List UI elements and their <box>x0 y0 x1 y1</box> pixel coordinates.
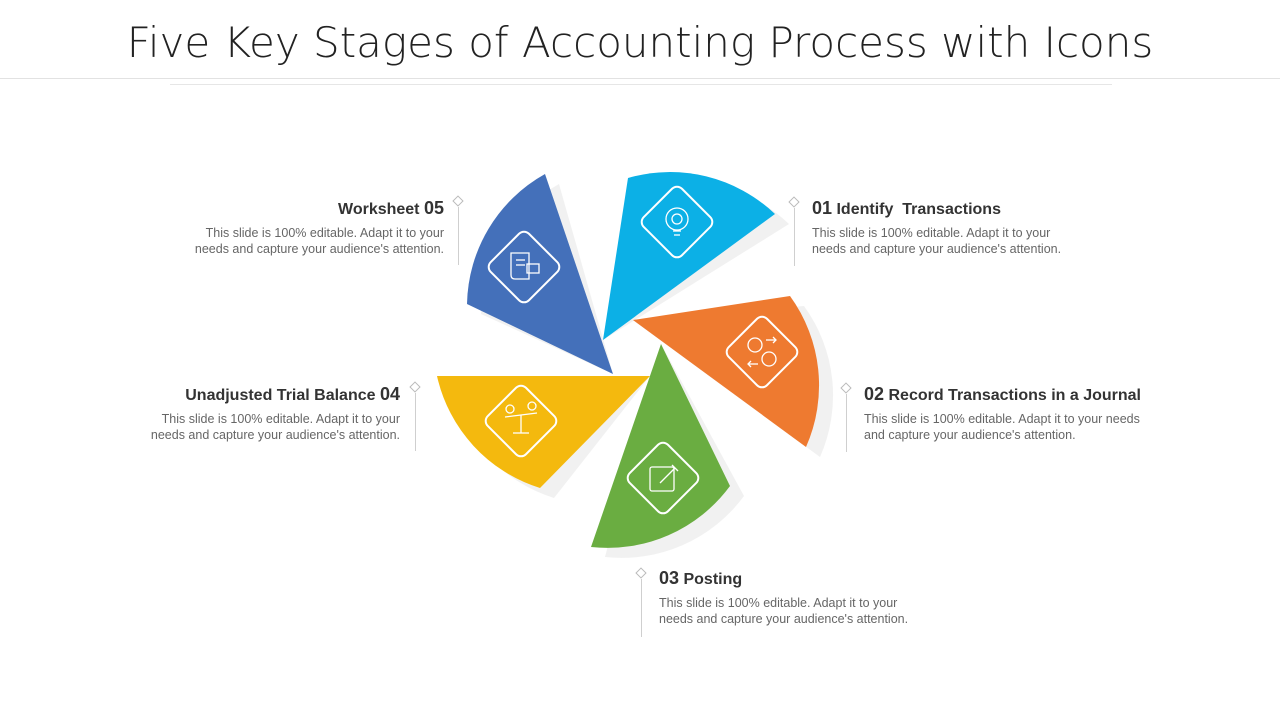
stage-wedge-03 <box>591 344 730 548</box>
stage-label-01: 01 Identify Transactions This slide is 1… <box>812 198 1061 257</box>
stage-number: 02 <box>864 384 885 404</box>
stage-title: Identify Transactions <box>836 201 1001 218</box>
stage-description: needs and capture your audience's attent… <box>194 242 444 256</box>
stage-number: 01 <box>812 198 833 218</box>
stage-description: needs and capture your audience's attent… <box>659 612 909 626</box>
stage-description: This slide is 100% editable. Adapt it to… <box>205 226 444 240</box>
page-title: Five Key Stages of Accounting Process wi… <box>126 18 1154 67</box>
title-underline <box>170 84 1112 85</box>
document-scroll-icon <box>487 230 561 304</box>
currency-exchange-icon <box>725 315 799 389</box>
connector-line-01 <box>794 208 795 266</box>
connector-line-05 <box>458 207 459 265</box>
stage-label-05: Worksheet 05 This slide is 100% editable… <box>195 198 444 257</box>
stage-description: This slide is 100% editable. Adapt it to… <box>812 226 1051 240</box>
connector-line-04 <box>415 393 416 451</box>
stage-title: Posting <box>683 571 743 588</box>
balance-scale-icon <box>484 384 558 458</box>
connector-line-03 <box>641 579 642 637</box>
stage-title: Record Transactions in a Journal <box>888 387 1141 404</box>
connector-line-02 <box>846 394 847 452</box>
stage-description: needs and capture your audience's attent… <box>812 242 1062 256</box>
stage-wedge-02 <box>633 296 820 447</box>
lightbulb-gear-icon <box>640 185 714 259</box>
stage-number: 04 <box>379 384 400 404</box>
edit-pencil-icon <box>626 441 700 515</box>
stage-description: needs and capture your audience's attent… <box>150 428 400 442</box>
stage-label-03: 03 Posting This slide is 100% editable. … <box>659 568 908 627</box>
stage-description: This slide is 100% editable. Adapt it to… <box>659 596 898 610</box>
stage-wedge-04 <box>437 376 650 488</box>
stage-description: This slide is 100% editable. Adapt it to… <box>161 412 400 426</box>
stage-wedge-05 <box>467 174 613 374</box>
stage-description: and capture your audience's attention. <box>864 428 1076 442</box>
stage-number: 03 <box>659 568 680 588</box>
title-divider <box>0 78 1280 79</box>
stage-title: Worksheet <box>338 201 420 218</box>
stage-label-04: Unadjusted Trial Balance 04 This slide i… <box>151 384 400 443</box>
stage-label-02: 02 Record Transactions in a Journal This… <box>864 384 1141 443</box>
stage-description: This slide is 100% editable. Adapt it to… <box>864 412 1140 426</box>
stage-number: 05 <box>423 198 444 218</box>
stage-title: Unadjusted Trial Balance <box>185 387 376 404</box>
